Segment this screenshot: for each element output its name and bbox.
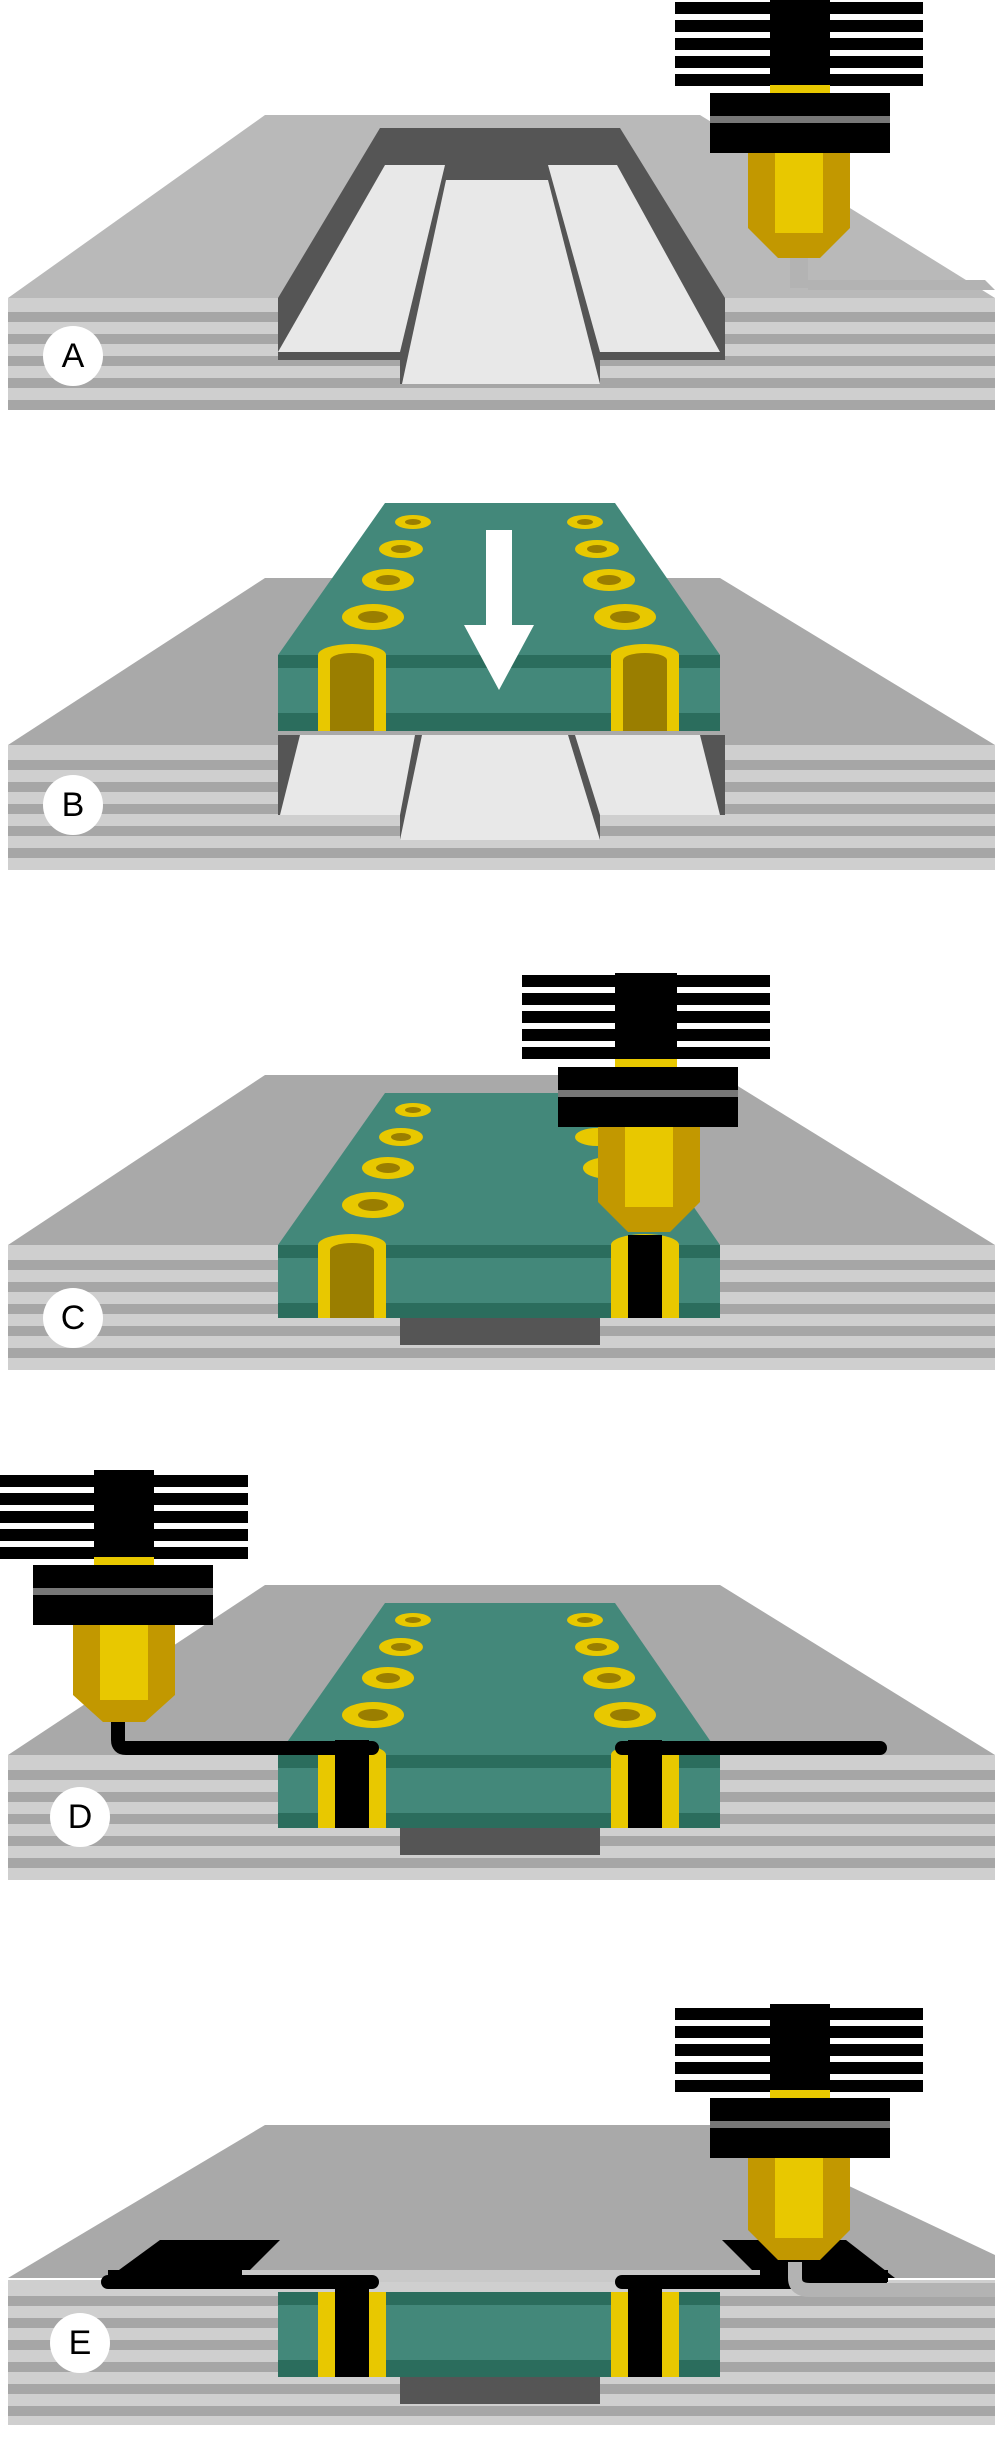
through-hole-right-filled: [611, 2280, 679, 2377]
step-label-e: E: [50, 2313, 110, 2373]
pad-left-1: [395, 1613, 431, 1627]
panel-a: A: [8, 0, 995, 410]
step-label-e-text: E: [69, 2324, 92, 2362]
panel-e: E: [8, 2004, 995, 2425]
pad-right-4: [594, 604, 656, 630]
pad-left-4: [342, 1192, 404, 1218]
pad-right-2: [575, 1638, 619, 1656]
arrow-down-icon: [464, 530, 534, 690]
pad-right-2: [575, 540, 619, 558]
through-hole-right: [611, 644, 679, 731]
filament-trace: [111, 1711, 887, 1755]
pad-left-1: [395, 515, 431, 529]
pcb-embedded: [278, 2280, 720, 2377]
extruder-head: [0, 1470, 248, 1722]
through-hole-left-filled: [318, 2280, 386, 2377]
pad-left-2: [379, 1638, 423, 1656]
step-label-c: C: [43, 1288, 103, 1348]
pad-right-1: [567, 1613, 603, 1627]
panel-b: B: [8, 503, 995, 870]
pad-left-1: [395, 1103, 431, 1117]
pad-left-4: [342, 1702, 404, 1728]
pad-right-3: [583, 1667, 635, 1689]
step-label-d: D: [50, 1787, 110, 1847]
pad-left-3: [362, 1157, 414, 1179]
pad-right-4: [594, 1702, 656, 1728]
cavity-bottom: [400, 1828, 600, 1855]
step-label-c-text: C: [61, 1299, 86, 1337]
cavity: [278, 128, 725, 384]
extruder-head: [675, 2004, 995, 2297]
pad-right-1: [567, 515, 603, 529]
extruder-head: [522, 973, 770, 1232]
through-hole-left: [318, 1234, 386, 1318]
pad-left-2: [379, 1128, 423, 1146]
panel-c: C: [8, 973, 995, 1370]
through-hole-right-filled: [611, 1234, 679, 1318]
cavity: [278, 735, 725, 840]
through-hole-left: [318, 644, 386, 731]
step-label-b-text: B: [62, 786, 85, 824]
pcb: [278, 503, 720, 731]
step-label-d-text: D: [68, 1798, 93, 1836]
panel-d: D: [0, 1470, 995, 1880]
cavity-bottom: [400, 2377, 600, 2404]
pad-left-3: [362, 1667, 414, 1689]
step-label-a: A: [43, 326, 103, 386]
step-label-b: B: [43, 775, 103, 835]
pad-left-4: [342, 604, 404, 630]
cavity-bottom: [400, 1318, 600, 1345]
pcb: [278, 1603, 720, 1828]
step-label-a-text: A: [62, 337, 85, 375]
pad-right-3: [583, 569, 635, 591]
pad-left-2: [379, 540, 423, 558]
extruder-head: [675, 0, 995, 290]
pad-left-3: [362, 569, 414, 591]
pcb: [278, 1093, 720, 1318]
